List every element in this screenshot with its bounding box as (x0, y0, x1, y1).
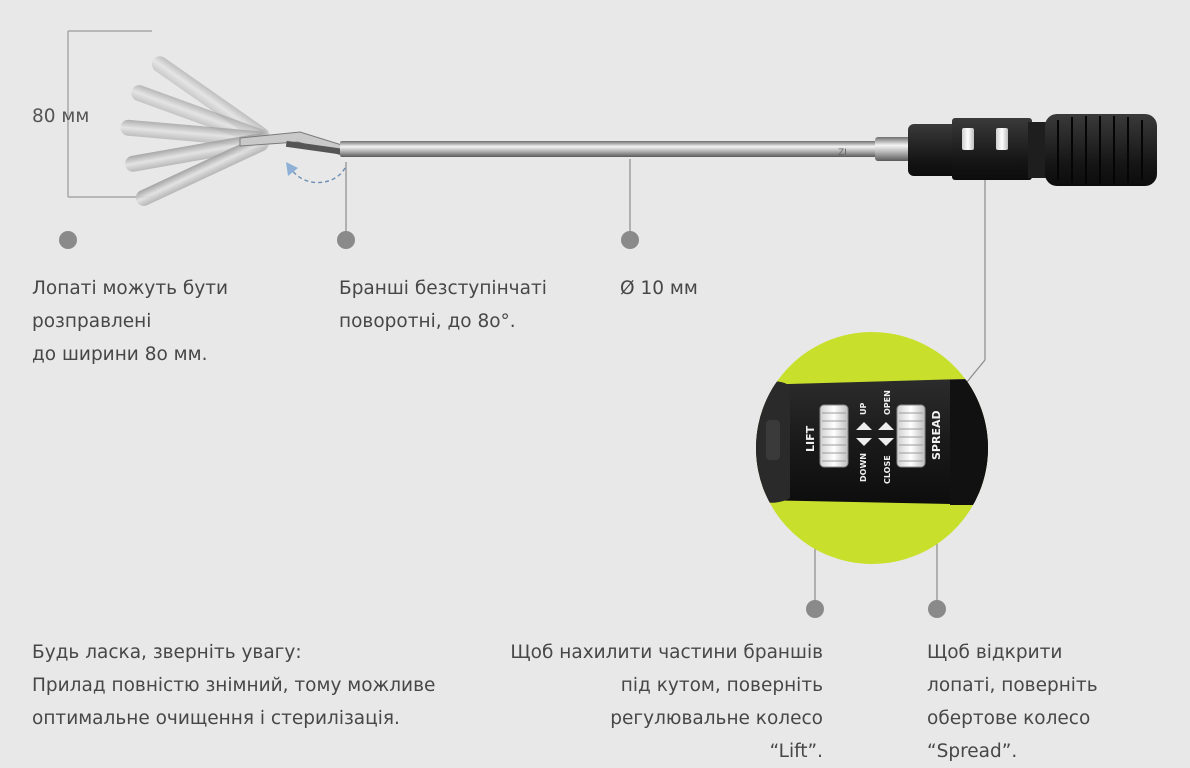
caption-line: лопаті, поверніть (927, 675, 1098, 696)
caption-line: Будь ласка, зверніть увагу: (32, 642, 302, 663)
open-close-arrow-icon (878, 422, 894, 446)
spread-wheel (896, 404, 926, 468)
label-down: DOWN (859, 453, 868, 482)
caption-line: до ширини 8o мм. (32, 344, 208, 365)
shaft-collar (875, 137, 910, 161)
caption-line: обертове колесо (927, 708, 1091, 729)
caption-diameter: Ø 10 мм (620, 272, 698, 305)
marker-dot-blades (59, 231, 77, 249)
caption-note: Будь ласка, зверніть увагу: Прилад повні… (32, 636, 435, 735)
caption-line: “Lift”. (769, 741, 823, 762)
rotation-arrow-head (286, 162, 298, 176)
caption-line: Лопаті можуть бути (32, 278, 229, 299)
caption-line: регулювальне колесо (610, 708, 823, 729)
caption-line: під кутом, поверніть (620, 675, 823, 696)
caption-line: “Spread”. (927, 741, 1018, 762)
shaft (340, 141, 910, 157)
caption-line: розправлені (32, 311, 152, 332)
caption-line: Щоб нахилити частини браншів (510, 642, 823, 663)
rotation-arrow (291, 167, 346, 184)
caption-line: Ø 10 мм (620, 278, 698, 299)
label-lift: LIFT (804, 425, 817, 452)
shaft-marking: ZI (838, 148, 847, 158)
marker-dot-diameter (621, 231, 639, 249)
label-open: OPEN (883, 390, 892, 415)
handle (908, 114, 1157, 186)
caption-lift: Щоб нахилити частини браншів під кутом, … (510, 636, 823, 768)
label-close: CLOSE (883, 455, 892, 484)
lift-wheel (819, 404, 849, 468)
label-spread: SPREAD (930, 410, 943, 460)
caption-line: Бранші безступінчаті (339, 278, 547, 299)
blades (120, 56, 270, 206)
caption-jaws: Бранші безступінчаті поворотні, до 8o°. (339, 272, 547, 338)
caption-blades: Лопаті можуть бути розправлені до ширини… (32, 272, 228, 371)
marker-dot-jaws (337, 231, 355, 249)
marker-dot-spread (928, 600, 946, 618)
caption-line: Щоб відкрити (927, 642, 1063, 663)
up-down-arrow-icon (856, 422, 872, 446)
caption-spread: Щоб відкрити лопаті, поверніть обертове … (927, 636, 1098, 768)
zoom-detail: LIFT DOWN UP CLOSE OPEN SPREAD (756, 332, 988, 564)
label-up: UP (859, 403, 868, 415)
caption-line: Прилад повністю знімний, тому можливе (32, 675, 436, 696)
dimension-label: 80 мм (32, 106, 90, 127)
marker-dot-lift (806, 600, 824, 618)
caption-line: оптимальне очищення і стерилізація. (32, 708, 400, 729)
caption-line: поворотні, до 8o°. (339, 311, 516, 332)
